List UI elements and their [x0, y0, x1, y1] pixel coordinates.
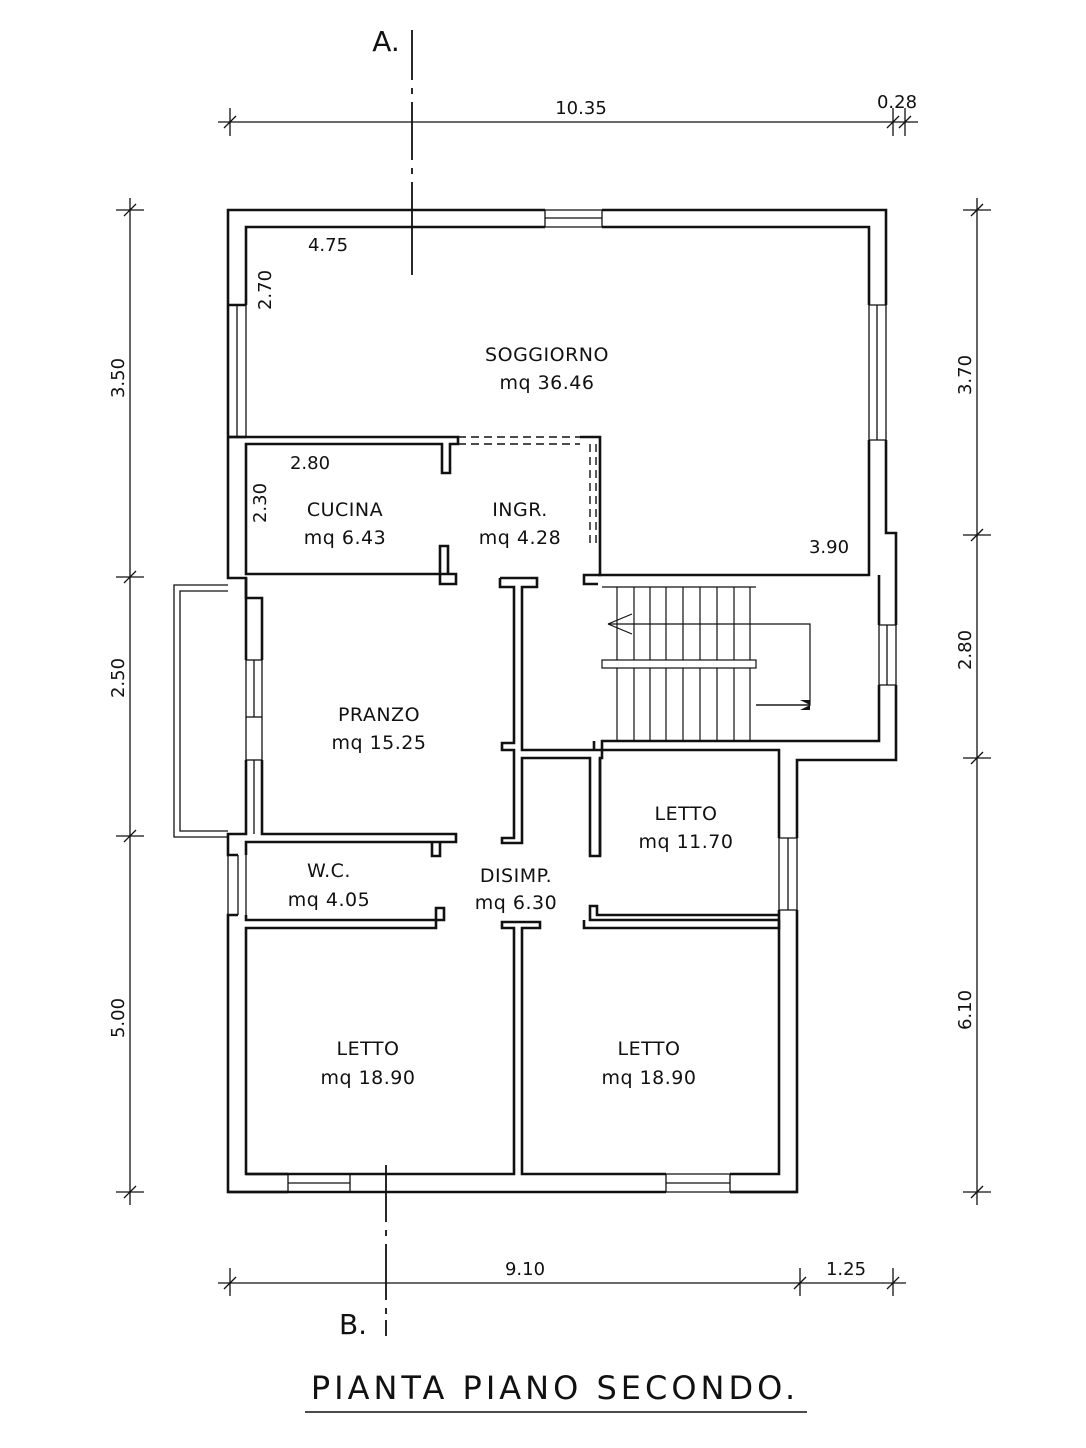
room-area-disimpegno: mq 6.30 [475, 892, 557, 914]
dim-right-1: 3.70 [955, 355, 976, 395]
dim-top-total: 10.35 [555, 98, 607, 119]
windows [227, 209, 897, 1193]
room-name-wc: W.C. [307, 860, 351, 882]
room-area-letto-1: mq 11.70 [638, 831, 733, 853]
room-area-soggiorno: mq 36.46 [499, 372, 594, 394]
dim-soggiorno-width: 4.75 [308, 235, 348, 256]
dim-right-3: 6.10 [955, 990, 976, 1030]
section-mark-b: B. [339, 1308, 367, 1341]
room-area-ingresso: mq 4.28 [479, 527, 561, 549]
room-area-pranzo: mq 15.25 [331, 732, 426, 754]
wall-stubs [228, 1172, 797, 1194]
dim-bottom-main: 9.10 [505, 1259, 545, 1280]
dim-left-2: 2.50 [108, 658, 129, 698]
room-name-letto-2: LETTO [337, 1038, 400, 1060]
room-name-letto-1: LETTO [655, 803, 718, 825]
dim-right-2: 2.80 [955, 630, 976, 670]
plan-title: PIANTA PIANO SECONDO. [311, 1369, 799, 1407]
stair-arrow-icon [800, 700, 810, 710]
dim-left-3: 5.00 [108, 998, 129, 1038]
dim-left-1: 3.50 [108, 358, 129, 398]
room-name-cucina: CUCINA [307, 499, 383, 521]
room-name-ingresso: INGR. [492, 499, 548, 521]
dim-top-small: 0.28 [877, 92, 917, 113]
balcony [173, 584, 228, 838]
section-mark-a: A. [372, 25, 400, 58]
staircase [601, 586, 811, 741]
dim-bottom-small: 1.25 [826, 1259, 866, 1280]
room-area-cucina: mq 6.43 [304, 527, 386, 549]
room-name-letto-3: LETTO [618, 1038, 681, 1060]
open-passages [458, 436, 597, 548]
room-area-wc: mq 4.05 [288, 889, 370, 911]
dim-soggiorno-height: 2.70 [255, 270, 276, 310]
room-name-pranzo: PRANZO [338, 704, 420, 726]
room-labels: SOGGIORNO mq 36.46 CUCINA mq 6.43 INGR. … [288, 344, 733, 1089]
dim-interior-right: 3.90 [809, 537, 849, 558]
room-area-letto-2: mq 18.90 [320, 1067, 415, 1089]
room-name-soggiorno: SOGGIORNO [485, 344, 609, 366]
dimension-labels: 10.35 0.28 9.10 1.25 3.50 2.50 5.00 3.70… [108, 92, 976, 1280]
room-name-disimpegno: DISIMP. [480, 865, 552, 887]
dim-cucina-width: 2.80 [290, 453, 330, 474]
room-area-letto-3: mq 18.90 [601, 1067, 696, 1089]
dimension-lines [116, 108, 991, 1296]
dim-cucina-height: 2.30 [250, 483, 271, 523]
